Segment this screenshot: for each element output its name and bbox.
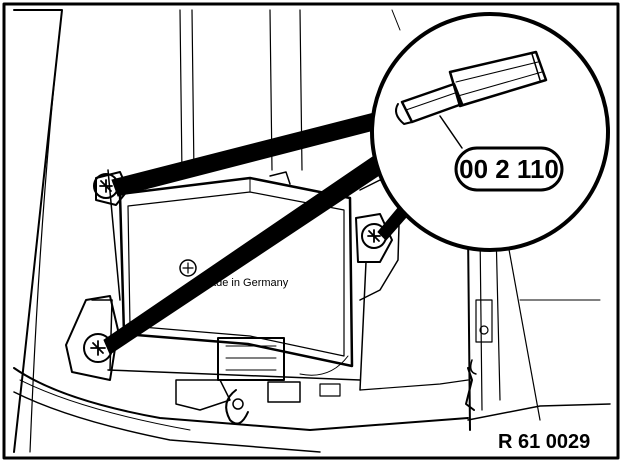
tool-leader-line — [439, 115, 463, 149]
module-manufacturer-label: ade in Germany — [210, 277, 289, 289]
screw-face — [179, 259, 197, 277]
tool-number-callout — [454, 146, 564, 192]
door-panel — [13, 9, 611, 453]
figure-frame — [2, 2, 620, 460]
tool-number-text: 00 2 110 — [459, 154, 559, 184]
module-connector — [175, 337, 341, 425]
module-bracket — [65, 169, 393, 391]
torx-tool-icon — [395, 50, 548, 125]
detail-magnifier: 00 2 110 — [370, 12, 610, 252]
figure-reference-code: R 61 0029 — [498, 431, 590, 453]
detail-leaders — [103, 111, 417, 355]
